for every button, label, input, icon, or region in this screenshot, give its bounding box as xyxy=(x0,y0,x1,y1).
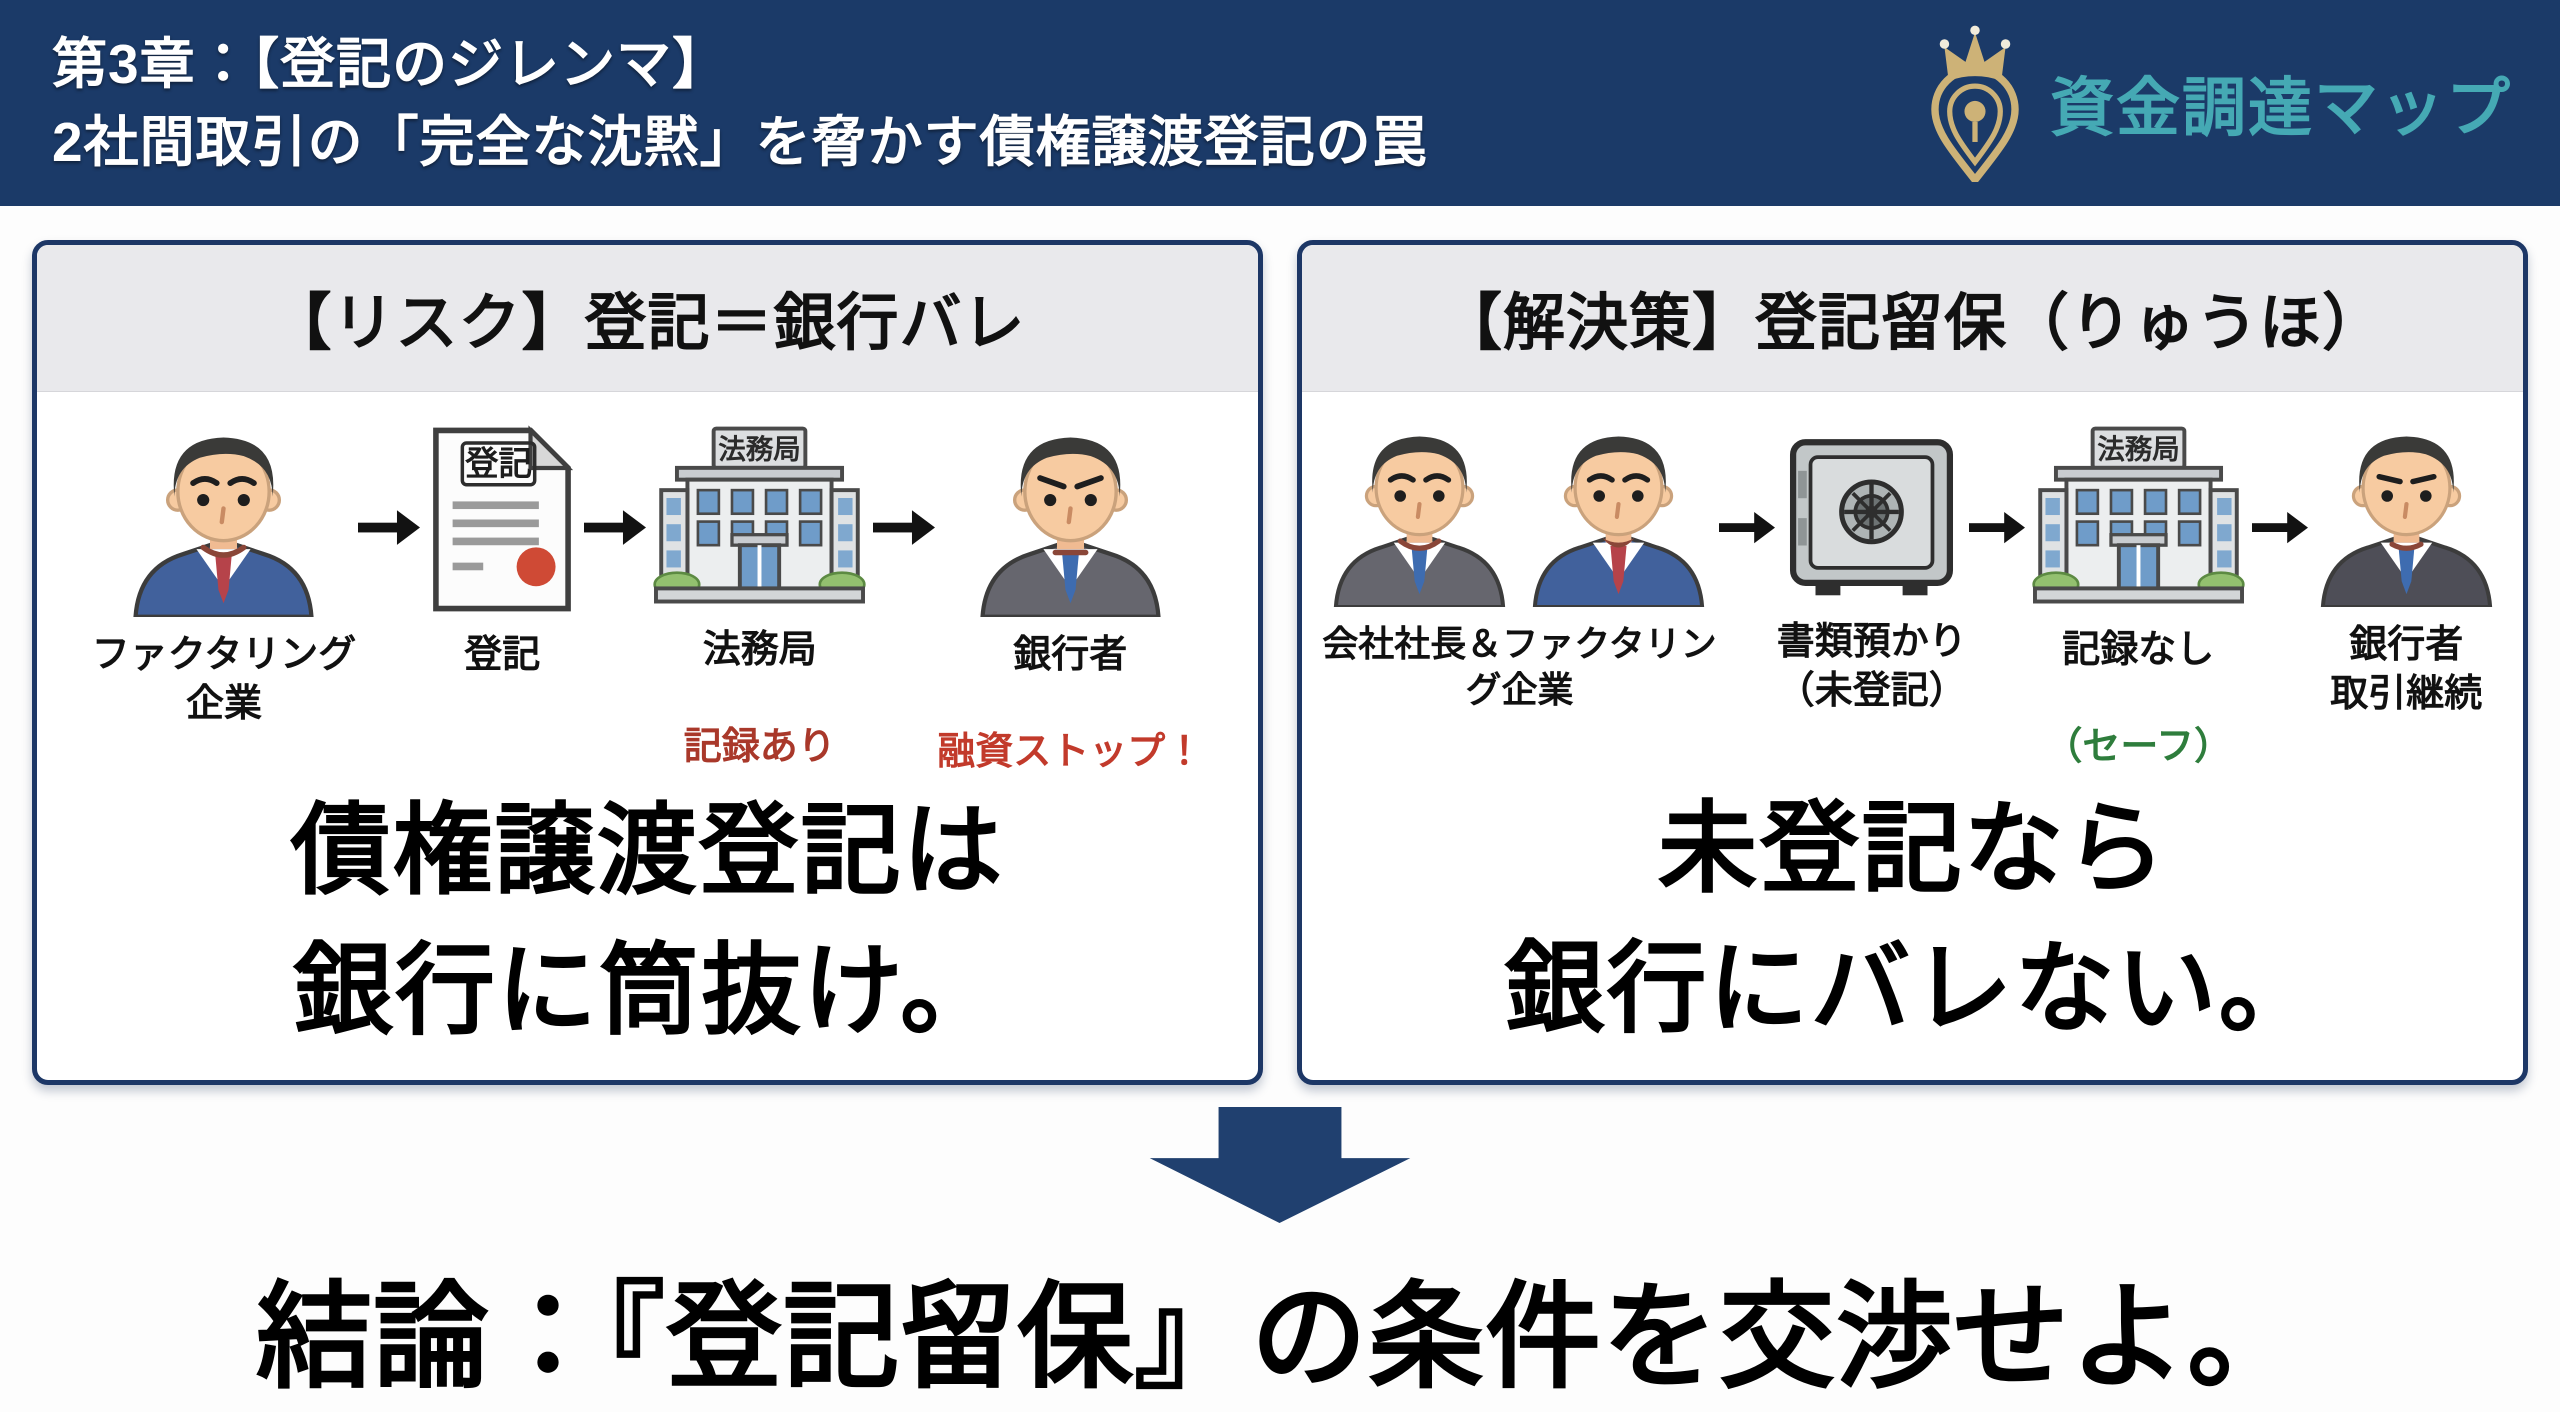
flow-label: ファクタリング 企業 xyxy=(91,634,357,725)
flow-label-main: 記録なし xyxy=(2062,629,2215,671)
down-arrow xyxy=(0,1107,2560,1223)
banker-icon xyxy=(2310,422,2503,609)
flow-label: 銀行者 取引継続 xyxy=(2330,624,2483,715)
down-arrow-icon xyxy=(1149,1107,1411,1223)
company-president-icon xyxy=(1323,422,1516,609)
risk-statement: 債権譲渡登記は 銀行に筒抜け。 xyxy=(290,795,1005,1048)
two-businessmen xyxy=(1323,422,1715,609)
risk-panel-title: 【リスク】登記＝銀行バレ xyxy=(37,245,1258,392)
right-arrow-icon xyxy=(358,510,421,545)
brand-logo-text: 資金調達マップ xyxy=(2050,72,2512,144)
crown-pin-icon xyxy=(1931,25,2019,182)
flow-item-banker-continue: 銀行者 取引継続 xyxy=(2310,422,2503,718)
header-bar: 第3章：【登記のジレンマ】 2社間取引の「完全な沈黙」を脅かす債権譲渡登記の罠 … xyxy=(0,0,2560,206)
banker-icon xyxy=(969,422,1172,619)
government-building-icon: 法務局 xyxy=(653,426,866,604)
factoring-partner-icon xyxy=(1522,422,1715,609)
page-title-line1: 第3章：【登記のジレンマ】 xyxy=(52,32,729,95)
flow-label: 記録なし （セーフ） xyxy=(2044,626,2232,772)
solution-statement: 未登記なら 銀行にバレない。 xyxy=(1504,792,2321,1045)
registration-document-icon: 登記 xyxy=(433,425,574,612)
right-arrow-icon xyxy=(1718,512,1775,544)
page-title: 第3章：【登記のジレンマ】 2社間取引の「完全な沈黙」を脅かす債権譲渡登記の罠 xyxy=(52,25,1428,181)
flow-label: 銀行者 融資ストップ！ xyxy=(937,631,1203,777)
flow-item-no-record: 法務局 xyxy=(2027,422,2250,772)
solution-flow: 会社社長＆ファクタリン グ企業 xyxy=(1302,392,2523,772)
building-sign-text: 法務局 xyxy=(718,434,801,465)
risk-flow: ファクタリング 企業 登記 xyxy=(37,392,1258,777)
page-title-line2: 2社間取引の「完全な沈黙」を脅かす債権譲渡登記の罠 xyxy=(52,111,1428,173)
building-sign-text: 法務局 xyxy=(2097,434,2180,465)
risk-panel: 【リスク】登記＝銀行バレ ファクタリング 企業 登記 xyxy=(32,240,1263,1085)
flow-item-legal-affairs-bureau: 法務局 xyxy=(648,422,871,772)
right-arrow-icon xyxy=(873,510,936,545)
flow-label-status: 記録あり xyxy=(683,726,836,769)
flow-item-banker: 銀行者 融資ストップ！ xyxy=(937,422,1203,777)
flow-label-main: 銀行者 xyxy=(1013,634,1128,676)
document-title-text: 登記 xyxy=(464,446,532,483)
flow-label-status: 融資ストップ！ xyxy=(937,731,1204,774)
solution-panel-title: 【解決策】登記留保（りゅうほ） xyxy=(1302,245,2523,392)
flow-label-status: （セーフ） xyxy=(2044,726,2233,769)
panels-row: 【リスク】登記＝銀行バレ ファクタリング 企業 登記 xyxy=(0,206,2560,1085)
right-arrow-icon xyxy=(584,510,647,545)
right-arrow-icon xyxy=(2251,512,2308,544)
flow-item-registration-doc: 登記 登記 xyxy=(422,422,582,680)
businessman-icon xyxy=(122,422,325,619)
safe-icon xyxy=(1790,439,1954,596)
brand-logo: 資金調達マップ xyxy=(1916,24,2512,182)
flow-label: 登記 xyxy=(464,634,541,676)
flow-label: 会社社長＆ファクタリン グ企業 xyxy=(1322,623,1717,711)
conclusion-text: 結論：『登記留保』の条件を交渉せよ。 xyxy=(256,1272,2304,1402)
solution-panel: 【解決策】登記留保（りゅうほ） 会社社長＆ファクタリン グ企業 xyxy=(1297,240,2528,1085)
flow-label: 書類預かり （未登記） xyxy=(1776,621,1967,712)
right-arrow-icon xyxy=(1968,512,2025,544)
flow-label: 法務局 記録あり xyxy=(684,626,836,772)
flow-label-main: 法務局 xyxy=(702,629,817,671)
flow-item-document-custody: 書類預かり （未登記） xyxy=(1777,422,1967,715)
government-building-icon: 法務局 xyxy=(2032,426,2245,604)
flow-item-president-and-factoring: 会社社長＆ファクタリン グ企業 xyxy=(1322,422,1717,713)
flow-item-factoring-company: ファクタリング 企業 xyxy=(92,422,356,728)
